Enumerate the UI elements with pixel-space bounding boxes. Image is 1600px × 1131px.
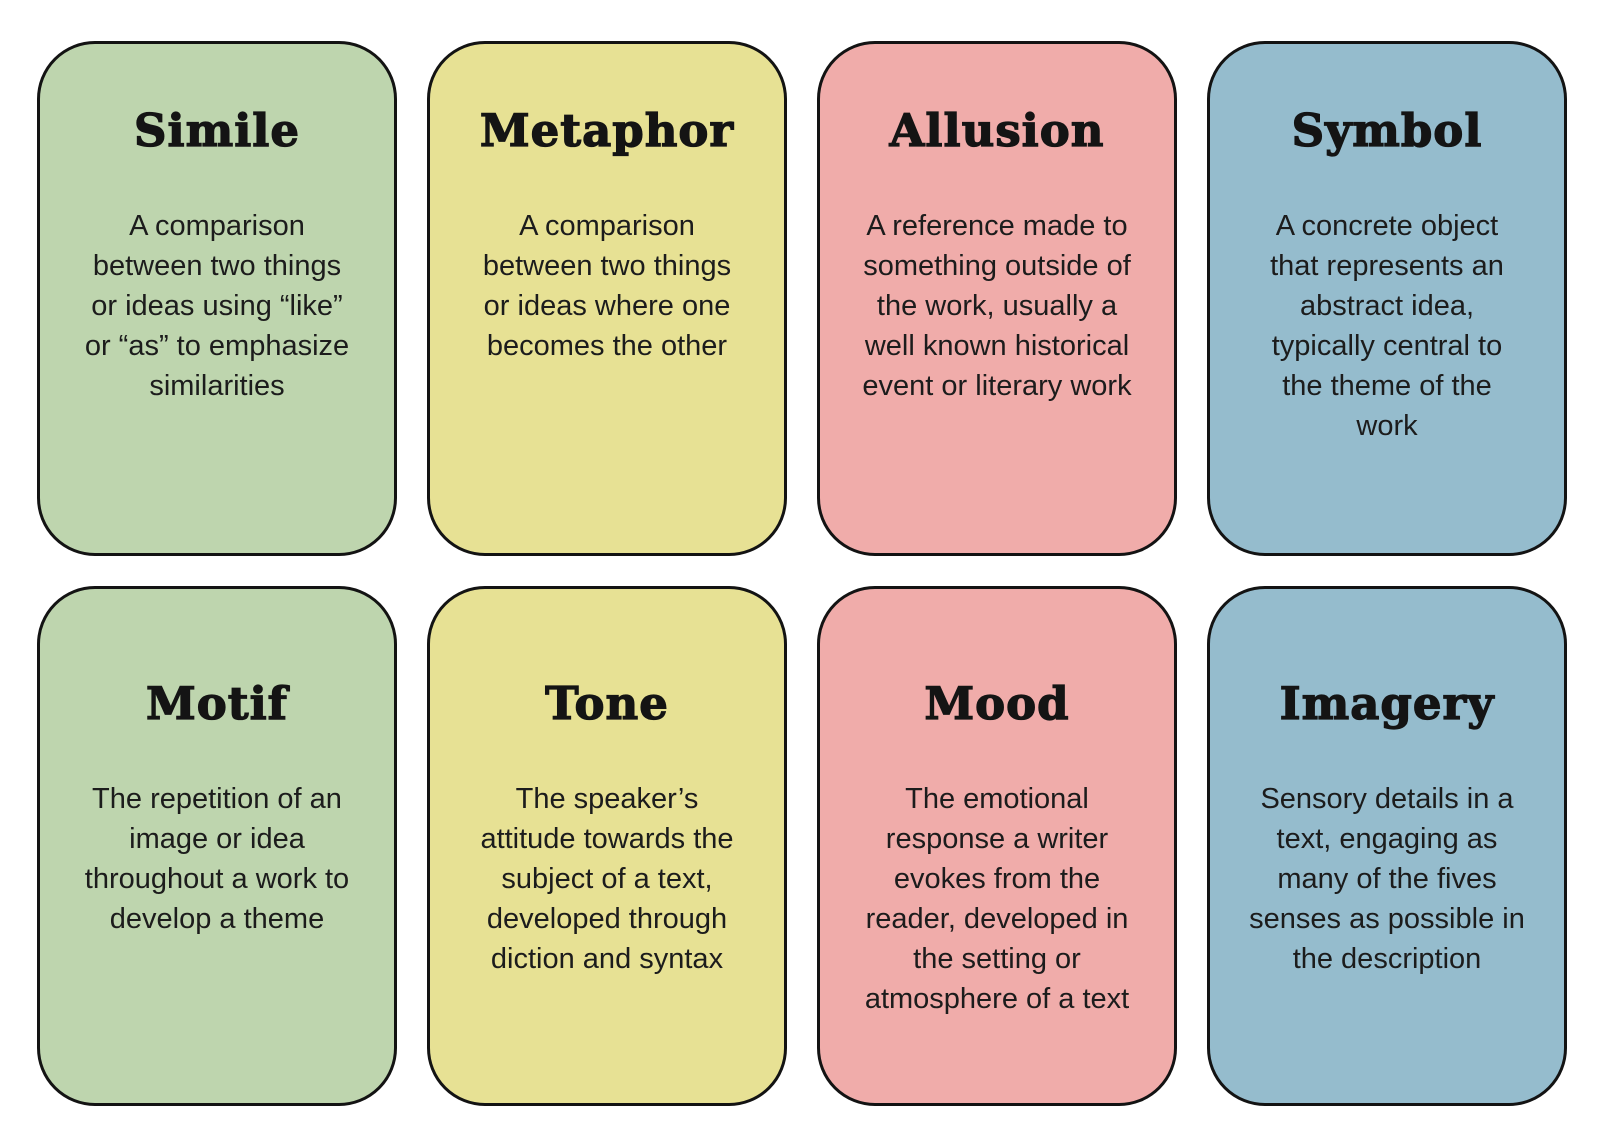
card-title-mood: Mood bbox=[924, 677, 1070, 730]
card-title-metaphor: Metaphor bbox=[479, 104, 735, 157]
flashcard-mood: Mood The emotional response a writer evo… bbox=[817, 586, 1177, 1106]
card-title-simile: Simile bbox=[133, 104, 301, 157]
card-definition-mood: The emotional response a writer evokes f… bbox=[864, 782, 1130, 1015]
flashcard-metaphor: Metaphor A comparison between two things… bbox=[427, 41, 787, 556]
card-definition-simile: A comparison between two things or ideas… bbox=[84, 209, 350, 402]
card-title-symbol: Symbol bbox=[1291, 104, 1483, 157]
card-definition-imagery: Sensory details in a text, engaging as m… bbox=[1249, 782, 1525, 975]
card-title-tone: Tone bbox=[545, 677, 669, 730]
flashcard-simile: Simile A comparison between two things o… bbox=[37, 41, 397, 556]
card-definition-tone: The speaker’s attitude towards the subje… bbox=[480, 782, 734, 975]
card-title-allusion: Allusion bbox=[889, 104, 1105, 157]
flashcard-motif: Motif The repetition of an image or idea… bbox=[37, 586, 397, 1106]
card-definition-motif: The repetition of an image or idea throu… bbox=[84, 782, 350, 935]
card-definition-allusion: A reference made to something outside of… bbox=[862, 209, 1132, 402]
card-definition-symbol: A concrete object that represents an abs… bbox=[1270, 209, 1504, 442]
flashcard-imagery: Imagery Sensory details in a text, engag… bbox=[1207, 586, 1567, 1106]
card-title-motif: Motif bbox=[145, 677, 289, 730]
card-title-imagery: Imagery bbox=[1279, 677, 1495, 730]
card-definition-metaphor: A comparison between two things or ideas… bbox=[482, 209, 732, 362]
flashcard-tone: Tone The speaker’s attitude towards the … bbox=[427, 586, 787, 1106]
flashcard-symbol: Symbol A concrete object that represents… bbox=[1207, 41, 1567, 556]
flashcard-allusion: Allusion A reference made to something o… bbox=[817, 41, 1177, 556]
